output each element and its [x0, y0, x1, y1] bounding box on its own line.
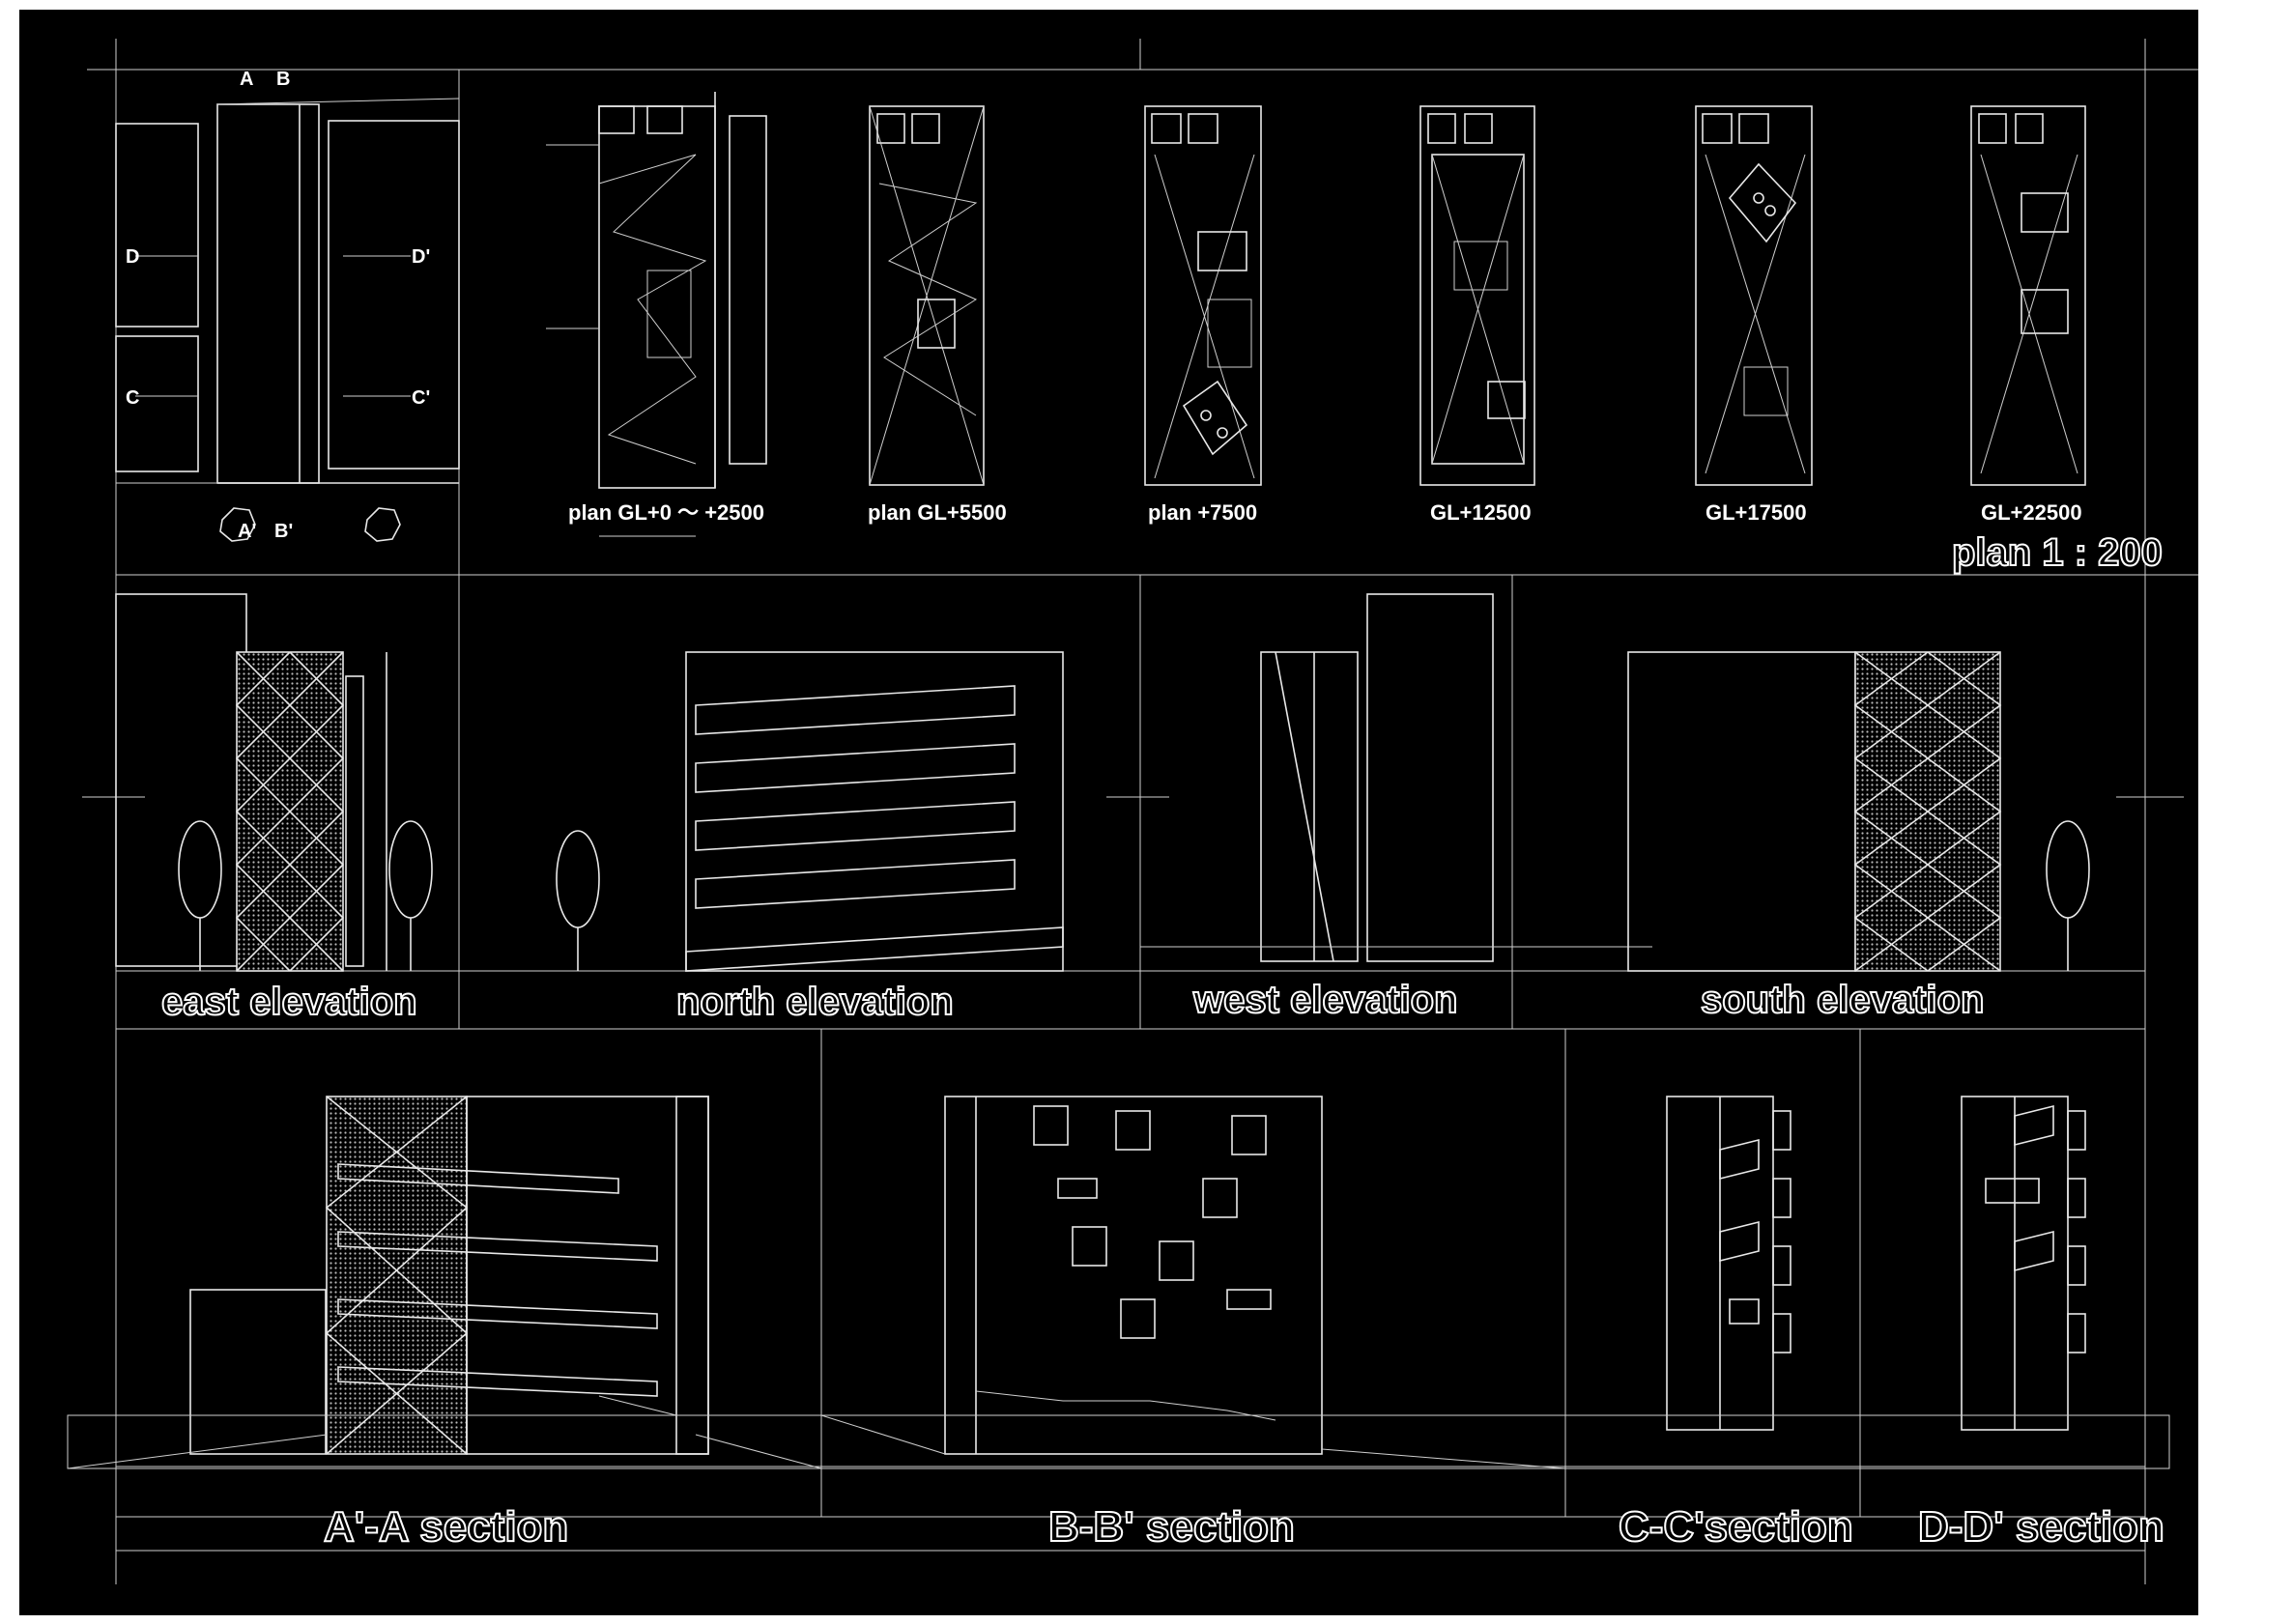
plan-label-4: GL+12500: [1430, 500, 1532, 525]
cc-section-label: C-C'section: [1619, 1503, 1853, 1551]
plan-labels: plan GL+0 ～ +2500 plan GL+5500 plan +750…: [568, 500, 2164, 575]
floor-plan-5: [1695, 105, 1813, 486]
section-marker-a-prime: A': [238, 521, 256, 542]
section-marker-c: C: [126, 387, 139, 409]
drawing-sheet: A B D D' C C' A' B': [19, 10, 2198, 1615]
section-labels: A'-A section B-B' section C-C'section D-…: [323, 1502, 2165, 1552]
aa-section-label: A'-A section: [324, 1503, 568, 1551]
floor-plan-3: [1144, 105, 1262, 486]
dd-section-drawing: [1859, 1096, 2170, 1469]
site-key-plan: A B D D' C C' A' B': [115, 69, 460, 542]
section-marker-d: D: [126, 246, 139, 268]
north-elevation-label: north elevation: [676, 981, 954, 1023]
cc-section-drawing: [1564, 1096, 1861, 1469]
floor-plan-1: [546, 92, 767, 537]
plan-label-1: plan GL+0 ～ +2500: [568, 500, 764, 525]
east-elevation-drawing: [115, 593, 433, 972]
plan-label-3: plan +7500: [1148, 500, 1257, 525]
plan-label-6: GL+22500: [1981, 500, 2082, 525]
west-elevation-drawing: [1140, 593, 1652, 962]
section-marker-b-prime: B': [274, 521, 293, 542]
plan-scale-label: plan 1 : 200: [1952, 531, 2163, 574]
floor-plan-2: [869, 105, 985, 486]
dd-section-label: D-D' section: [1918, 1503, 2164, 1551]
architectural-drawing: A B D D' C C' A' B': [67, 39, 2198, 1584]
section-marker-d-prime: D': [412, 246, 430, 268]
south-elevation-label: south elevation: [1701, 979, 1984, 1021]
floor-plan-6: [1970, 105, 2086, 486]
floor-plan-4: [1419, 105, 1535, 486]
section-marker-a: A: [240, 69, 253, 90]
bb-section-drawing: [820, 1096, 1566, 1469]
bb-section-label: B-B' section: [1048, 1503, 1295, 1551]
north-elevation-drawing: [556, 651, 1064, 972]
section-marker-c-prime: C': [412, 387, 430, 409]
section-marker-b: B: [276, 69, 290, 90]
elevation-labels: east elevation north elevation west elev…: [160, 978, 1985, 1024]
aa-section-drawing: [67, 1096, 822, 1469]
east-elevation-label: east elevation: [161, 981, 417, 1023]
south-elevation-drawing: [1627, 651, 2090, 972]
plan-label-5: GL+17500: [1705, 500, 1807, 525]
plan-label-2: plan GL+5500: [868, 500, 1007, 525]
west-elevation-label: west elevation: [1192, 979, 1457, 1021]
